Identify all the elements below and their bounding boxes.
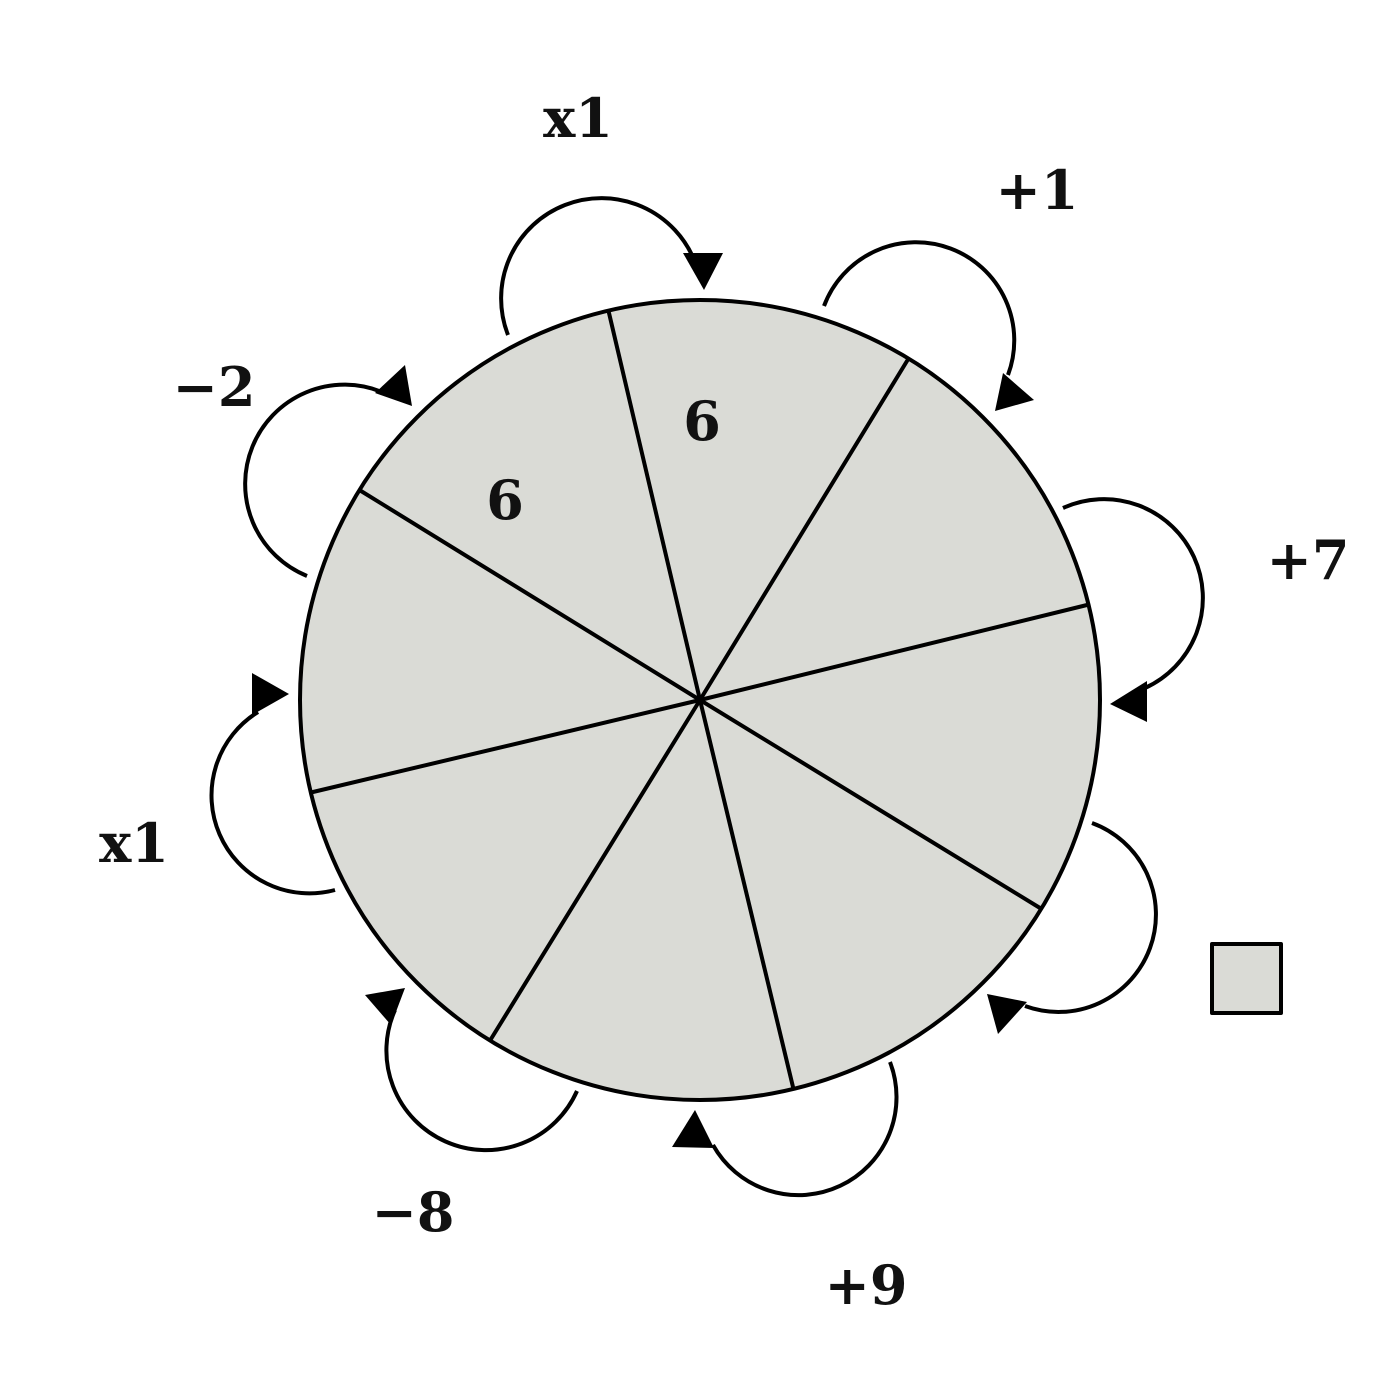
spoke — [698, 603, 1089, 702]
arrowhead-icon — [365, 988, 405, 1025]
arrowhead-icon — [987, 994, 1027, 1034]
operation-label: −2 — [172, 355, 256, 419]
curved-arrow-icon — [711, 1061, 899, 1198]
spoke — [698, 359, 909, 702]
curved-arrow-icon — [243, 382, 383, 578]
sector-value: 6 — [683, 389, 721, 453]
sector-value: 6 — [486, 468, 524, 532]
operation-label: +9 — [824, 1253, 908, 1317]
arrowhead-icon — [672, 1110, 714, 1148]
curved-arrow-icon — [384, 1009, 579, 1153]
spoke — [698, 698, 1042, 910]
arrowheads — [252, 253, 1147, 1148]
spoke — [359, 489, 702, 702]
operation-label: x1 — [543, 86, 613, 150]
arrowhead-icon — [375, 365, 412, 406]
curved-arrow-icon — [822, 240, 1017, 376]
operation-label: x1 — [99, 811, 169, 875]
arrowhead-icon — [995, 373, 1034, 411]
arrowhead-icon — [252, 673, 289, 715]
answer-box[interactable] — [1210, 942, 1283, 1015]
curved-arrow-icon — [499, 196, 697, 336]
curved-arrow-icon — [1062, 497, 1205, 690]
operation-label: +1 — [995, 158, 1079, 222]
spoke — [607, 311, 702, 702]
arrowhead-icon — [683, 253, 723, 290]
sector-dividers — [311, 311, 1089, 1089]
arrowhead-icon — [1110, 681, 1147, 722]
operation-label: −8 — [371, 1180, 455, 1244]
curved-arrow-icon — [1024, 821, 1158, 1014]
curved-arrow-icon — [209, 710, 336, 896]
spoke — [489, 698, 702, 1041]
operation-arrows — [209, 196, 1205, 1198]
spoke — [698, 698, 795, 1089]
spoke — [311, 698, 702, 794]
operation-label: +7 — [1266, 528, 1350, 592]
